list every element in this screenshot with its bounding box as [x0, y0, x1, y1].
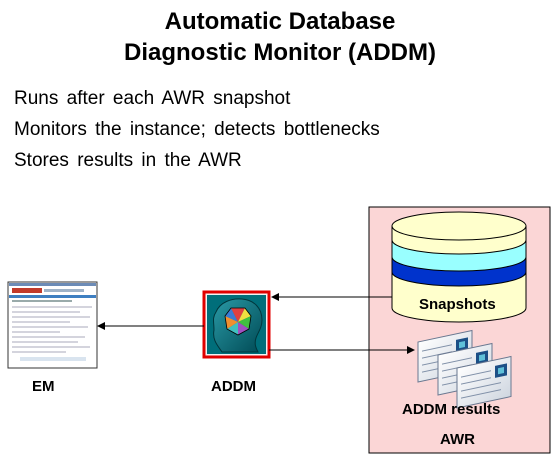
- report-documents-icon: [417, 329, 512, 409]
- slide-title-line1: Automatic Database: [164, 8, 396, 35]
- addm-head-icon: [202, 290, 271, 359]
- snapshots-label: Snapshots: [419, 296, 496, 313]
- bullet-1: Runs after each AWR snapshot: [14, 88, 291, 109]
- bullet-3: Stores results in the AWR: [14, 150, 242, 171]
- bullet-2: Monitors the instance; detects bottlenec…: [14, 119, 380, 140]
- addm-results-label: ADDM results: [402, 401, 501, 418]
- slide-title-line2: Diagnostic Monitor (ADDM): [124, 39, 436, 66]
- em-label: EM: [32, 378, 55, 395]
- addm-label: ADDM: [211, 378, 256, 395]
- awr-label: AWR: [440, 431, 475, 448]
- snapshots-cylinder-icon: [391, 211, 527, 323]
- em-screenshot-icon: [7, 281, 98, 369]
